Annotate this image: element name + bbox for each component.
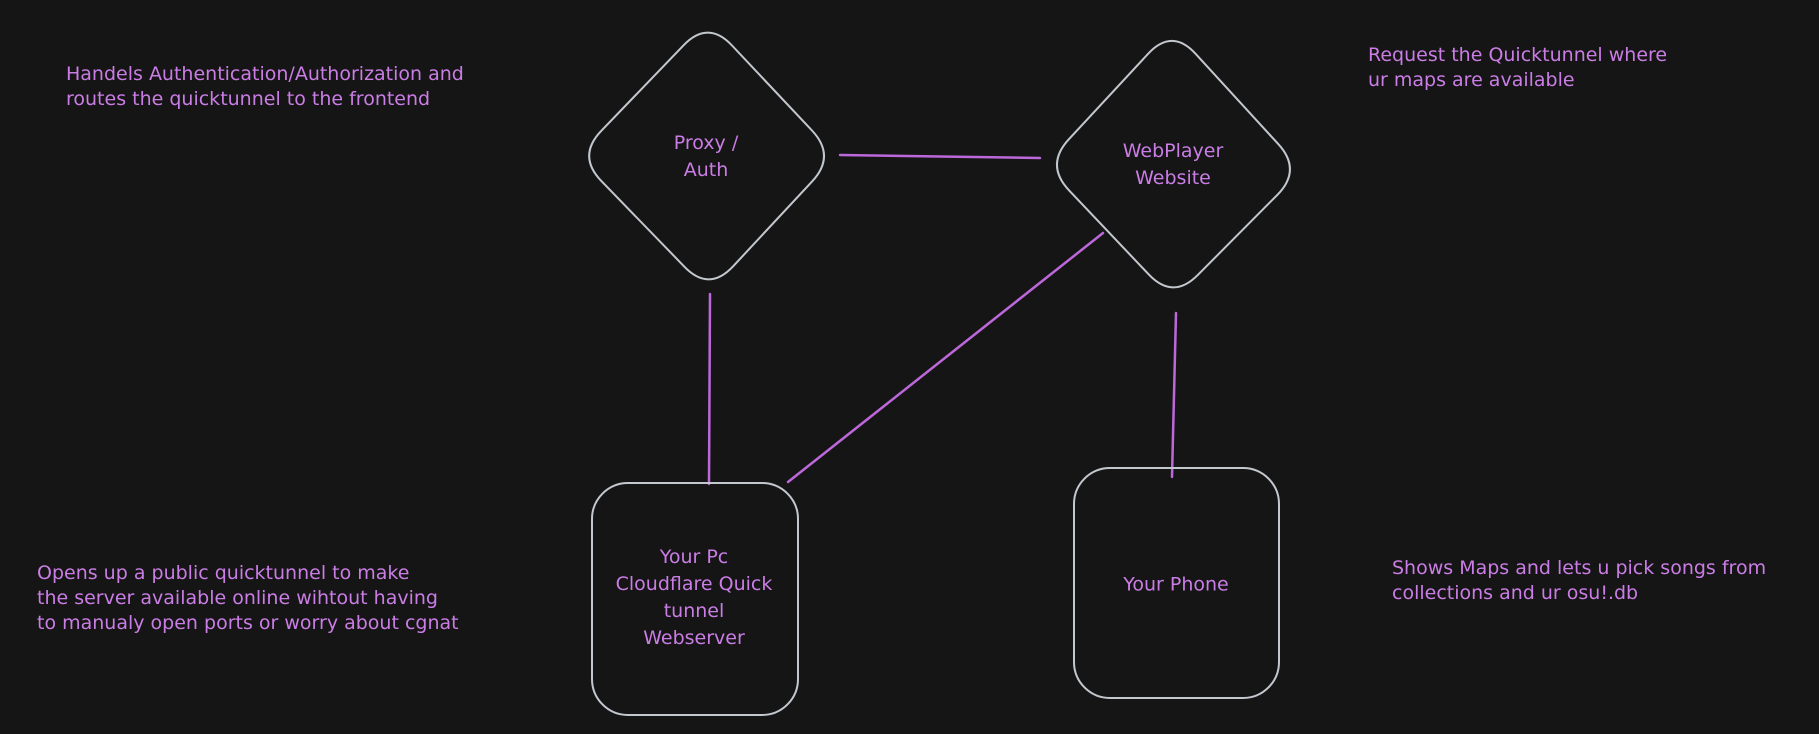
- annotation-line: the server available online wihtout havi…: [37, 587, 438, 609]
- annotation-line: Request the Quicktunnel where: [1368, 44, 1668, 66]
- your-pc-label-line: Your Pc: [659, 546, 729, 568]
- annotation-webplayer[interactable]: Request the Quicktunnel where ur maps ar…: [1368, 43, 1667, 93]
- proxy-auth-label-line: Proxy /: [673, 132, 739, 154]
- annotation-phone[interactable]: Shows Maps and lets u pick songs from co…: [1392, 556, 1766, 606]
- connector-proxy-webplayer[interactable]: [838, 153, 1042, 160]
- annotation-quicktunnel[interactable]: Opens up a public quicktunnel to make th…: [37, 561, 459, 636]
- your-phone-label-line: Your Phone: [1123, 573, 1229, 596]
- annotation-line: routes the quicktunnel to the frontend: [66, 88, 431, 110]
- proxy-auth-label-line: Auth: [683, 159, 729, 181]
- annotation-line: Shows Maps and lets u pick songs from: [1392, 557, 1767, 579]
- annotation-line: Opens up a public quicktunnel to make: [37, 562, 410, 584]
- annotation-proxy-auth[interactable]: Handels Authentication/Authorization and…: [66, 62, 464, 112]
- annotation-line: collections and ur osu!.db: [1392, 582, 1639, 604]
- connector-webplayer-yourpc[interactable]: [786, 231, 1105, 484]
- your-pc-box[interactable]: [591, 482, 799, 716]
- webplayer-label[interactable]: WebPlayer Website: [1123, 138, 1224, 192]
- your-phone-label[interactable]: Your Phone: [1123, 572, 1228, 599]
- webplayer-diamond[interactable]: [1055, 39, 1291, 289]
- your-pc-label-line: Cloudflare Quick: [615, 573, 773, 595]
- connector-webplayer-yourphone[interactable]: [1170, 311, 1178, 479]
- your-phone-box[interactable]: [1073, 467, 1280, 699]
- webplayer-label-line: Website: [1135, 167, 1211, 189]
- webplayer-label-line: WebPlayer: [1122, 140, 1224, 162]
- your-pc-label-line: tunnel: [663, 600, 725, 622]
- annotation-line: Handels Authentication/Authorization and: [66, 63, 464, 85]
- your-pc-label-line: Webserver: [643, 627, 745, 649]
- your-pc-label[interactable]: Your Pc Cloudflare Quick tunnel Webserve…: [616, 544, 773, 652]
- annotation-line: to manualy open ports or worry about cgn…: [37, 612, 459, 634]
- connector-proxy-yourpc[interactable]: [707, 292, 712, 486]
- proxy-auth-diamond[interactable]: [588, 31, 825, 281]
- annotation-line: ur maps are available: [1368, 69, 1575, 91]
- proxy-auth-label[interactable]: Proxy / Auth: [674, 130, 739, 184]
